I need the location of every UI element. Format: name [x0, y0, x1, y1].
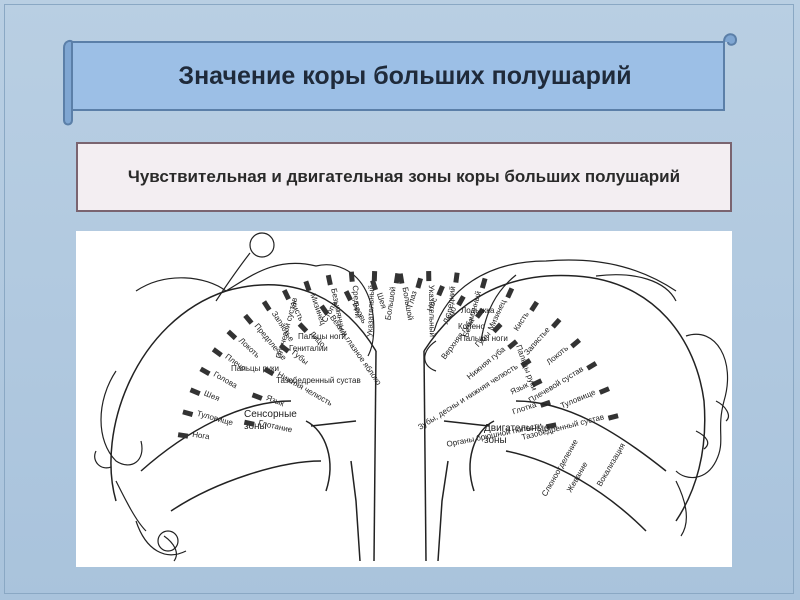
sensory-label-пальцы-руки: Пальцы руки [231, 364, 279, 373]
sensory-label-средний: Средний [351, 285, 363, 318]
motor-cortex-segment [598, 386, 610, 395]
motor-hemisphere [423, 274, 706, 562]
sensory-label-глаз: Глаз [405, 290, 418, 309]
sensory-cortex-segment [282, 289, 291, 301]
sensory-cortex-segment [199, 366, 211, 376]
motor-cortex-segment [479, 277, 488, 289]
motor-label-вокализация: Вокализация [595, 441, 627, 488]
sensory-cortex-segment [531, 378, 543, 388]
motor-label-локоть: Локоть [545, 344, 570, 367]
motor-label-колено: Колено [458, 322, 485, 331]
sensory-label-локоть: Локоть [237, 336, 262, 360]
motor-cortex-segment [370, 279, 378, 291]
sensory-label-нога: Нога [192, 430, 211, 442]
sensory-cortex-segment [177, 432, 189, 439]
sensory-cortex-segment [393, 272, 401, 284]
motor-label-жевание: Жевание [565, 460, 590, 494]
motor-cortex-segment [343, 290, 353, 302]
motor-cortex-segment [278, 343, 290, 354]
sensory-label-шея: Шея [203, 389, 221, 403]
sensory-homunculus-figure [94, 232, 375, 562]
motor-label-глотание: Глотание [258, 418, 294, 434]
sensory-label-тазобедренный-сустав: Тазобедренный сустав [276, 376, 361, 385]
motor-cortex-segment [551, 317, 562, 329]
motor-label-лодыжка: Лодыжка [461, 306, 495, 315]
motor-cortex-segment [586, 361, 598, 371]
motor-cortex-segment [607, 413, 619, 421]
motor-cortex-segment [251, 392, 263, 401]
sensory-cortex-segment [189, 387, 201, 396]
sensory-cortex-segment [182, 409, 194, 417]
sensory-cortex-segment [261, 300, 272, 312]
motor-cortex-segment [505, 287, 515, 299]
sensory-label-пальцы-ноги: Пальцы ноги [298, 332, 346, 341]
sensory-cortex-segment [303, 280, 312, 292]
motor-homunculus-figure [424, 259, 729, 537]
sensory-cortex-segment [520, 358, 532, 368]
sensory-cortex-segment [474, 307, 485, 319]
motor-label-туловище: Туловище [559, 387, 597, 410]
sensory-label-указательный: Указательный [365, 285, 376, 337]
motor-cortex-segment [243, 419, 255, 427]
sensory-cortex-segment [348, 271, 355, 282]
motor-cortex-segment [297, 322, 309, 333]
motor-label-язык: Язык [265, 393, 286, 408]
sensory-cortex-segment [415, 277, 423, 289]
motor-cortex-segment [397, 273, 405, 284]
sensory-cortex-segment [545, 422, 557, 430]
sensory-label-язык: Язык [509, 380, 530, 396]
motor-label-средний: Средний [444, 286, 457, 319]
sensory-cortex-segment [436, 285, 445, 297]
sensory-label-туловище: Туловище [196, 409, 235, 428]
slide-frame [4, 4, 794, 594]
motor-label-пальцы-ноги: Пальцы ноги [460, 334, 508, 343]
subtitle: Чувствительная и двигательная зоны коры … [127, 167, 681, 186]
motor-cortex-segment [319, 304, 330, 316]
motor-cortex-segment [263, 366, 275, 377]
motor-label-указательный: Указательный [427, 285, 437, 337]
motor-label-кисть: Кисть [512, 310, 531, 332]
sensory-cortex-segment [211, 347, 223, 358]
sensory-cortex-segment [226, 329, 238, 341]
motor-label-запястье: Запястье [522, 325, 552, 357]
title-scroll-banner [60, 28, 740, 128]
sensory-cortex-segment [507, 339, 519, 350]
motor-cortex-segment [529, 300, 539, 312]
sensory-label-гениталии: Гениталии [289, 344, 328, 353]
sensory-cortex-segment [492, 322, 503, 334]
page-title: Значение коры больших полушарий [178, 61, 632, 90]
sensory-cortex-segment [243, 313, 254, 325]
sensory-hemisphere [110, 283, 377, 562]
sensory-cortex-segment [456, 295, 466, 307]
subtitle-box: Чувствительная и двигательная зоны коры … [76, 142, 732, 212]
motor-cortex-segment [570, 338, 582, 349]
motor-cortex-segment [453, 272, 460, 283]
sensory-cortex-segment [325, 274, 333, 286]
